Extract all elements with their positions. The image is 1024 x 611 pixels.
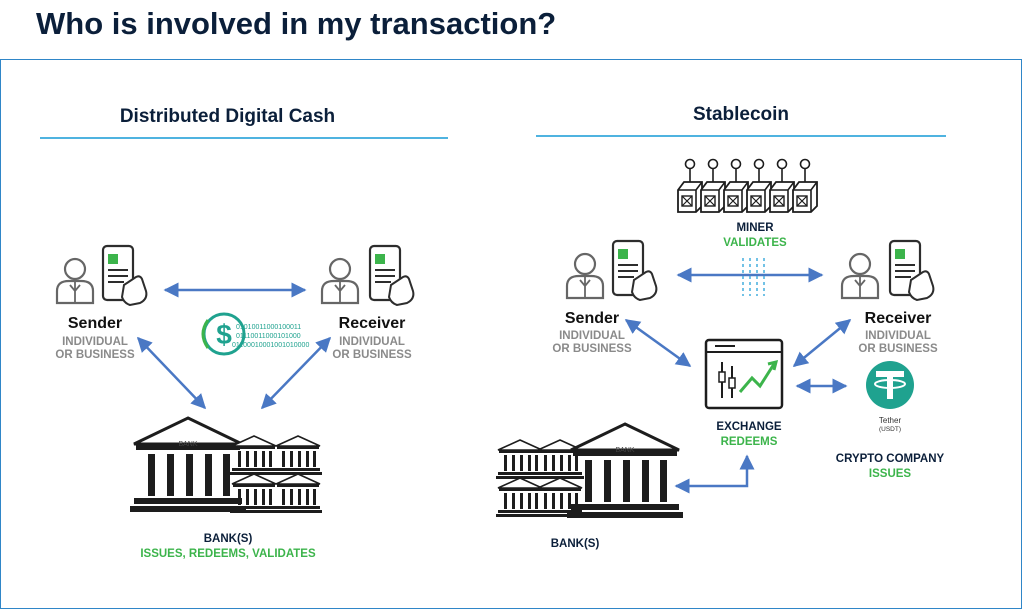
left-receiver-type: INDIVIDUAL: [339, 336, 405, 348]
right-small-bank-icon: [495, 477, 545, 518]
left-panel-heading: Distributed Digital Cash: [119, 106, 336, 127]
tether-ticker: (USDT): [878, 426, 902, 433]
binary-stream: 01010011000100011: [236, 324, 302, 331]
right-receiver-phone-icon: [888, 239, 935, 302]
page-title: Who is involved in my transaction?: [36, 6, 557, 41]
left-sender-type: INDIVIDUAL: [62, 336, 128, 348]
right-sender-type: OR BUSINESS: [552, 343, 632, 355]
miner-rigs-icon: [677, 158, 818, 213]
tether-name: Tether: [878, 416, 902, 425]
right-small-bank-icon: [535, 477, 585, 518]
crypto-company-label: CRYPTO COMPANY: [835, 453, 945, 465]
diagram-frame: [0, 59, 1022, 609]
left-heading-underline: [40, 137, 448, 139]
right-receiver-type: INDIVIDUAL: [865, 330, 931, 342]
right-small-bank-icon: [495, 439, 545, 480]
left-sender-name: Sender: [67, 315, 123, 332]
left-receiver-type: OR BUSINESS: [332, 349, 412, 361]
left-small-bank-icon: [273, 473, 323, 514]
right-sender-exchange-arrow: [624, 318, 692, 368]
right-sender-type: INDIVIDUAL: [559, 330, 625, 342]
right-sender-phone-icon: [611, 239, 658, 302]
right-panel-heading: Stablecoin: [692, 104, 790, 125]
left-receiver-bank-arrow: [260, 336, 332, 410]
right-bank-label: BANK(S): [550, 538, 600, 550]
crypto-company-role: ISSUES: [868, 468, 912, 480]
exchange-role: REDEEMS: [720, 436, 778, 448]
right-bank-building-label: BANK: [615, 447, 635, 454]
exchange-chart-icon: [704, 338, 784, 410]
digital-dollar-icon: $: [201, 312, 246, 356]
right-receiver-exchange-arrow: [792, 319, 852, 367]
right-sender-person-icon: [565, 252, 605, 300]
left-sender-type: OR BUSINESS: [55, 349, 135, 361]
tether-logo-icon: [866, 361, 914, 409]
right-receiver-name: Receiver: [864, 310, 932, 327]
miner-label: MINER: [736, 222, 774, 234]
right-heading-underline: [536, 135, 946, 137]
right-sender-name: Sender: [564, 310, 620, 327]
miner-validation-lines: [742, 258, 765, 296]
right-receiver-person-icon: [840, 252, 880, 300]
left-receiver-name: Receiver: [338, 315, 406, 332]
left-bank-roles: ISSUES, REDEEMS, VALIDATES: [140, 548, 316, 560]
left-bank-label: BANK(S): [203, 533, 253, 545]
left-sender-bank-arrow: [136, 336, 207, 410]
binary-stream: 01110011000101000: [236, 333, 301, 340]
left-sender-phone-icon: [101, 244, 148, 307]
left-small-bank-icon: [229, 473, 279, 514]
left-big-bank-icon: [128, 416, 248, 514]
right-receiver-type: OR BUSINESS: [858, 343, 938, 355]
left-small-bank-icon: [273, 435, 323, 476]
binary-stream: 01100010001001010000: [232, 342, 310, 349]
miner-role: VALIDATES: [723, 237, 787, 249]
left-receiver-person-icon: [320, 257, 360, 305]
left-bank-building-label: BANK: [178, 441, 198, 448]
left-sender-person-icon: [55, 257, 95, 305]
svg-text:$: $: [216, 319, 232, 350]
left-receiver-phone-icon: [368, 244, 415, 307]
exchange-label: EXCHANGE: [716, 421, 782, 433]
right-big-bank-icon: [565, 422, 685, 520]
bank-exchange-arrow: [674, 454, 755, 494]
